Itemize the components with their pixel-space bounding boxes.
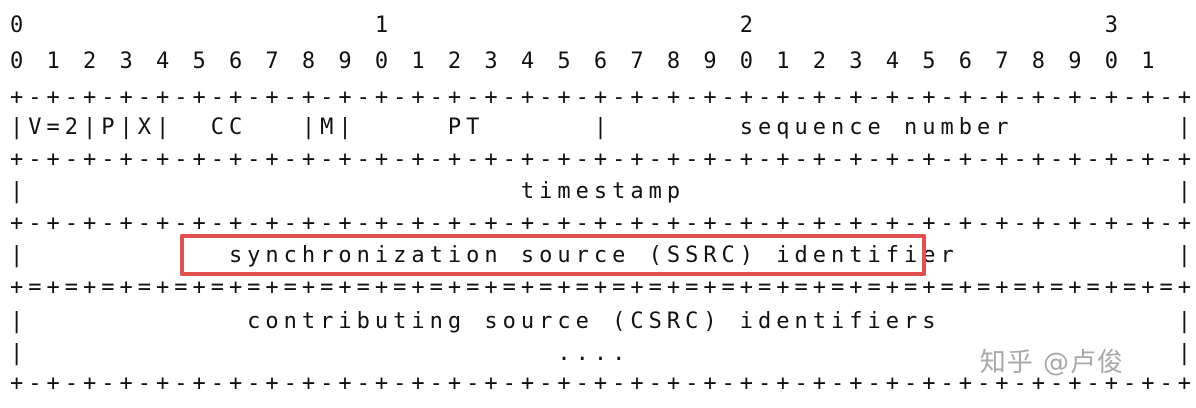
field-row-header: |V=2|P|X| CC |M| PT | sequence number | <box>10 115 1196 140</box>
border-row-3: +-+-+-+-+-+-+-+-+-+-+-+-+-+-+-+-+-+-+-+-… <box>10 211 1196 236</box>
rtp-header-diagram: 0 1 2 3 0 1 2 3 4 5 6 7 8 9 0 1 2 3 4 5 … <box>10 13 1191 396</box>
border-row-5: +-+-+-+-+-+-+-+-+-+-+-+-+-+-+-+-+-+-+-+-… <box>10 371 1196 396</box>
border-row-4: +=+=+=+=+=+=+=+=+=+=+=+=+=+=+=+=+=+=+=+=… <box>10 275 1196 300</box>
field-row-timestamp: | timestamp | <box>10 179 1196 204</box>
border-row-2: +-+-+-+-+-+-+-+-+-+-+-+-+-+-+-+-+-+-+-+-… <box>10 147 1196 172</box>
ssrc-highlight-box <box>180 234 926 276</box>
field-row-csrc-continued: | .... | <box>10 341 1196 366</box>
border-row-1: +-+-+-+-+-+-+-+-+-+-+-+-+-+-+-+-+-+-+-+-… <box>10 85 1196 110</box>
bit-units-row: 0 1 2 3 4 5 6 7 8 9 0 1 2 3 4 5 6 7 8 9 … <box>10 49 1160 74</box>
field-row-csrc: | contributing source (CSRC) identifiers… <box>10 309 1196 334</box>
watermark: 知乎 @卢俊 <box>979 348 1124 378</box>
bit-tens-row: 0 1 2 3 <box>10 13 1123 38</box>
